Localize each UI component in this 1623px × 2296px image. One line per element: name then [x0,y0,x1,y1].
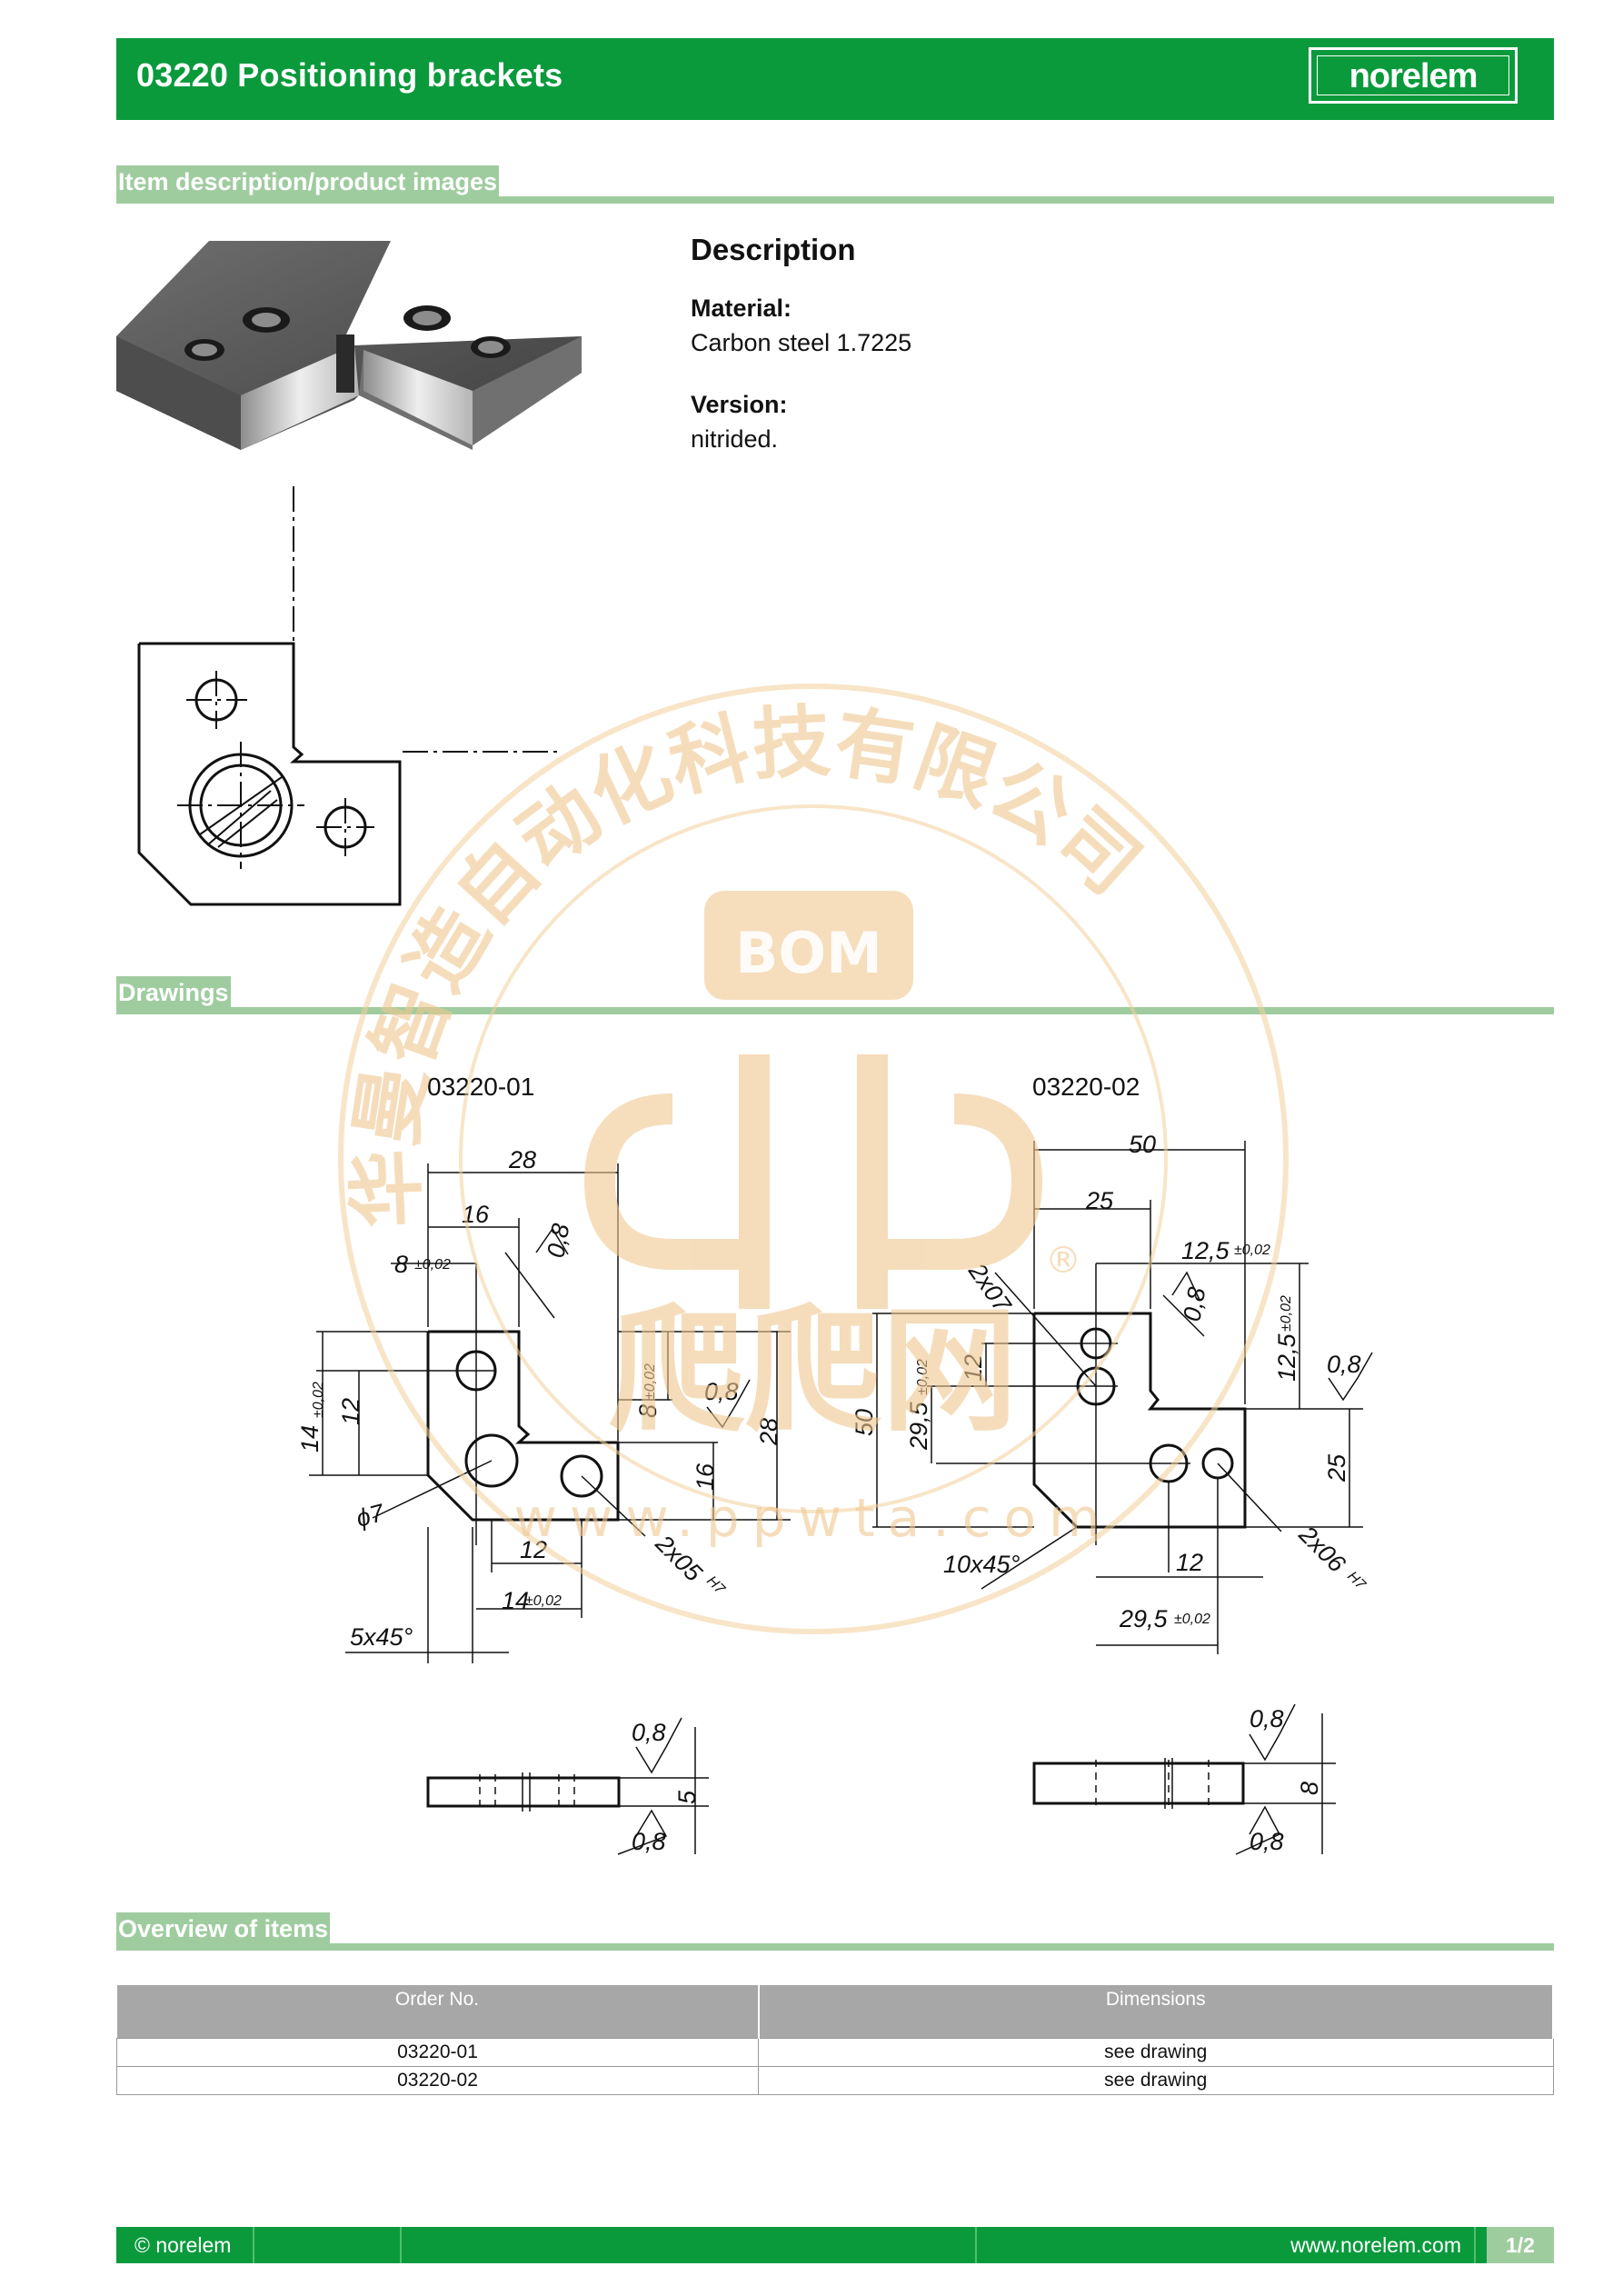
footer-website-link[interactable]: www.norelem.com [1290,2233,1461,2257]
svg-text:8: 8 [634,1404,662,1418]
svg-text:8: 8 [1296,1782,1323,1795]
page-title: 03220 Positioning brackets [136,56,563,94]
svg-text:H7: H7 [1344,1569,1369,1593]
svg-text:16: 16 [692,1462,719,1491]
svg-text:±0,02: ±0,02 [642,1363,658,1400]
order-no-cell: 03220-02 [116,2066,759,2095]
svg-text:25: 25 [1323,1453,1350,1482]
table-row: 03220-02 see drawing [116,2066,1554,2095]
description-heading: Description [691,233,856,266]
header-bar: 03220 Positioning brackets norelem [116,38,1554,120]
footer-copyright: © norelem [134,2233,232,2257]
svg-text:0,8: 0,8 [704,1378,739,1405]
svg-text:16: 16 [462,1201,490,1228]
svg-text:29,5: 29,5 [905,1401,932,1451]
items-table: Order No. Dimensions 03220-01 see drawin… [116,1985,1554,2095]
svg-text:ϕ7: ϕ7 [353,1499,388,1532]
description-block: Description Material: Carbon steel 1.722… [691,233,911,456]
svg-text:±0,02: ±0,02 [1174,1612,1210,1627]
section-overview: Overview of items [116,1912,1554,1952]
svg-text:5x45°: 5x45° [350,1623,413,1651]
svg-text:10x45°: 10x45° [943,1551,1021,1578]
svg-text:25: 25 [1085,1187,1114,1214]
header-order-no: Order No. [116,1985,760,2038]
svg-text:50: 50 [851,1409,878,1436]
svg-text:±0,02: ±0,02 [414,1257,451,1273]
technical-drawings: 28 16 8 ±0,02 14 ±0,02 12 ϕ7 5x45° 12 14… [296,1131,1373,1855]
order-no-cell: 03220-01 [116,2037,759,2067]
svg-text:8: 8 [394,1251,408,1278]
footer-bar: © norelem www.norelem.com 1/2 [116,2227,1554,2263]
svg-text:±0,02: ±0,02 [915,1359,931,1395]
version-label: Version: [691,391,788,418]
page-number: 1/2 [1487,2227,1554,2263]
dimensions-cell: see drawing [758,2066,1554,2095]
svg-text:14: 14 [296,1425,324,1452]
svg-text:2x05: 2x05 [650,1529,708,1587]
material-value: Carbon steel 1.7225 [691,329,912,356]
svg-text:±0,02: ±0,02 [525,1593,562,1609]
version-value: nitrided. [691,425,779,453]
material-label: Material: [691,294,792,322]
norelem-logo: norelem [1309,47,1518,104]
dimensions-cell: see drawing [758,2037,1554,2067]
svg-text:12,5: 12,5 [1273,1333,1300,1382]
svg-text:28: 28 [508,1146,536,1173]
product-image [116,241,582,906]
svg-text:12: 12 [520,1536,547,1563]
svg-text:H7: H7 [703,1573,728,1598]
svg-text:12: 12 [960,1354,987,1382]
svg-text:28: 28 [755,1418,782,1446]
svg-text:±0,02: ±0,02 [1279,1295,1294,1332]
svg-text:0,8: 0,8 [1178,1285,1210,1323]
svg-text:29,5: 29,5 [1119,1605,1169,1632]
svg-text:0,8: 0,8 [632,1828,666,1855]
svg-text:±0,02: ±0,02 [311,1382,326,1418]
svg-text:±0,02: ±0,02 [1234,1243,1270,1258]
svg-text:2x06: 2x06 [1293,1520,1351,1578]
logo-text: norelem [1349,57,1479,95]
svg-text:12: 12 [337,1398,364,1425]
section-label: Overview of items [116,1912,331,1945]
section-label: Item description/product images [116,165,500,198]
svg-text:0,8: 0,8 [1250,1705,1284,1732]
section-label: Drawings [116,976,231,1009]
section-item-description: Item description/product images [116,165,1554,205]
svg-text:12,5: 12,5 [1181,1237,1230,1264]
table-row: 03220-01 see drawing [116,2037,1554,2067]
svg-text:12: 12 [1176,1549,1203,1576]
svg-text:0,8: 0,8 [1327,1351,1361,1378]
svg-text:0,8: 0,8 [542,1222,574,1260]
svg-text:0,8: 0,8 [632,1719,666,1746]
header-dimensions: Dimensions [758,1985,1554,2038]
svg-text:50: 50 [1129,1131,1156,1158]
svg-text:5: 5 [673,1790,701,1804]
